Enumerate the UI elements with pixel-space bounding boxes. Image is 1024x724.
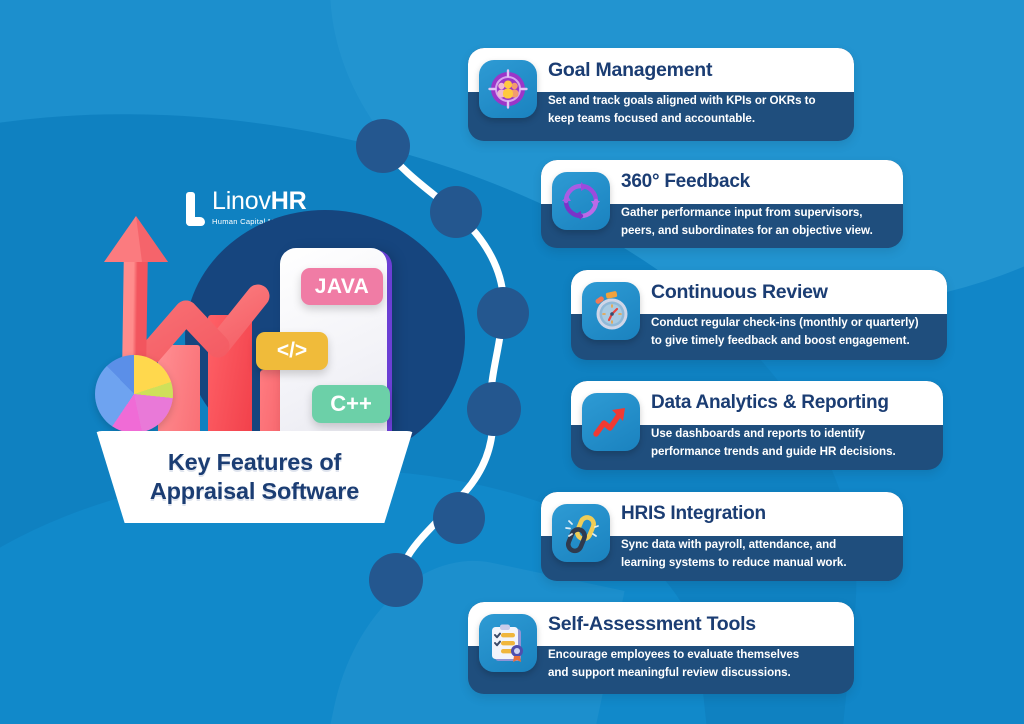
stopwatch-icon [582, 282, 640, 340]
page-title: Key Features of Appraisal Software [150, 448, 359, 505]
feature-card-description-line1: Set and track goals aligned with KPIs or… [548, 94, 816, 107]
feature-card-description: Encourage employees to evaluate themselv… [548, 646, 799, 681]
brand-name-bold: HR [270, 187, 307, 215]
java-tag: JAVA [301, 268, 383, 305]
feature-card-360-feedback[interactable]: 360° Feedback Gather performance input f… [541, 160, 903, 248]
feature-card-title: Data Analytics & Reporting [651, 392, 889, 413]
pie-chart-icon [95, 355, 173, 433]
goal-target-people-icon [479, 60, 537, 118]
feature-card-description-line2: to give timely feedback and boost engage… [651, 333, 910, 347]
feature-card-description-line1: Use dashboards and reports to identify [651, 427, 865, 440]
brand-name-light: Linov [212, 187, 271, 215]
title-banner: Key Features of Appraisal Software [96, 431, 413, 523]
cpp-tag: C++ [312, 385, 390, 423]
feature-card-self-assessment-tools[interactable]: Self-Assessment Tools Encourage employee… [468, 602, 854, 694]
feature-card-description: Set and track goals aligned with KPIs or… [548, 92, 816, 127]
feature-card-description: Sync data with payroll, attendance, and … [621, 536, 847, 571]
feature-card-description-line1: Encourage employees to evaluate themselv… [548, 648, 800, 661]
feature-card-title: Goal Management [548, 59, 713, 81]
feature-card-goal-management[interactable]: Goal Management Set and track goals alig… [468, 48, 854, 141]
feature-card-title: Continuous Review [651, 281, 828, 303]
feature-card-description-line1: Gather performance input from supervisor… [621, 206, 863, 219]
circular-arrows-feedback-icon [552, 172, 610, 230]
feature-card-description: Gather performance input from supervisor… [621, 204, 873, 239]
feature-card-data-analytics-reporting[interactable]: Data Analytics & Reporting Use dashboard… [571, 381, 943, 470]
upward-arrow-icon [104, 216, 270, 388]
feature-card-description-line2: learning systems to reduce manual work. [621, 555, 847, 569]
feature-card-body [468, 602, 854, 694]
feature-card-title: 360° Feedback [621, 171, 750, 192]
feature-card-description-line2: and support meaningful review discussion… [548, 665, 791, 679]
feature-card-description-line1: Conduct regular check-ins (monthly or qu… [651, 316, 919, 329]
feature-card-description-line2: keep teams focused and accountable. [548, 111, 756, 125]
feature-card-continuous-review[interactable]: Continuous Review Conduct regular check-… [571, 270, 947, 360]
linovhr-l-mark-icon [186, 192, 205, 226]
chain-link-icon [552, 504, 610, 562]
clipboard-checklist-award-icon [479, 614, 537, 672]
feature-card-description-line1: Sync data with payroll, attendance, and [621, 538, 837, 551]
code-tag: </> [256, 332, 328, 370]
feature-card-description: Conduct regular check-ins (monthly or qu… [651, 314, 919, 349]
feature-card-title: Self-Assessment Tools [548, 613, 756, 635]
feature-card-hris-integration[interactable]: HRIS Integration Sync data with payroll,… [541, 492, 903, 581]
feature-card-description-line2: performance trends and guide HR decision… [651, 444, 896, 458]
page-title-line1: Key Features of [167, 449, 342, 476]
feature-card-description-line2: peers, and subordinates for an objective… [621, 223, 873, 237]
feature-card-title: HRIS Integration [621, 503, 766, 524]
trending-up-arrow-icon [582, 393, 640, 451]
page-title-line2: Appraisal Software [149, 478, 360, 504]
feature-card-description: Use dashboards and reports to identify p… [651, 425, 896, 460]
brand-name: LinovHR [212, 189, 344, 214]
